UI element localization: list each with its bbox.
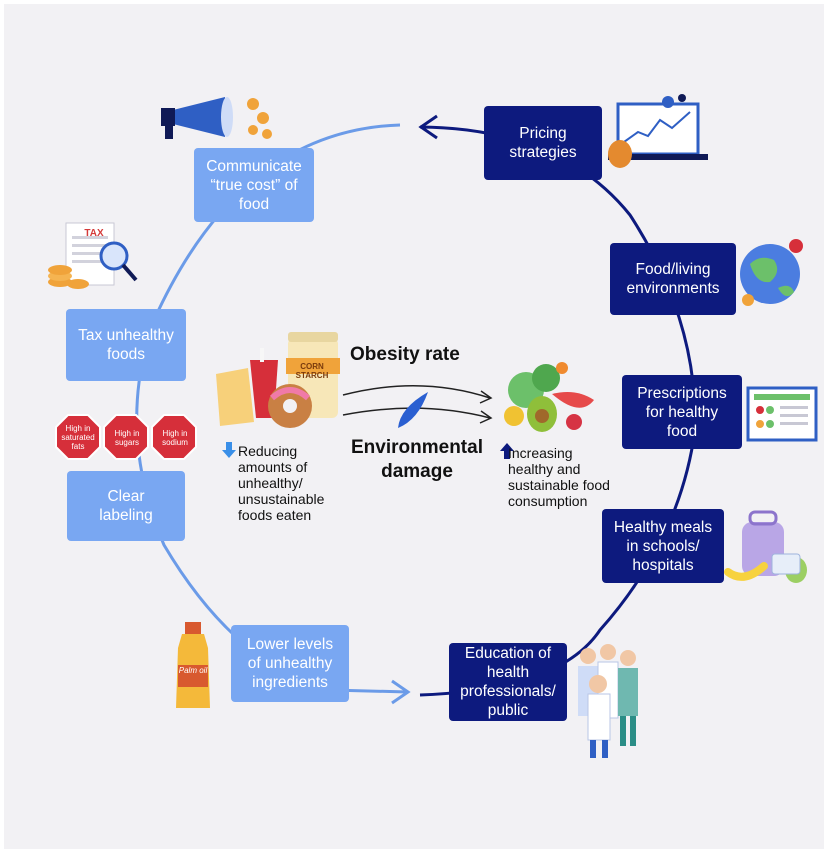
box-tax-unhealthy-foods: Tax unhealthy foods [66, 309, 186, 381]
megaphone-icon [161, 97, 272, 139]
lunch-bag-icon [724, 510, 807, 583]
up-arrow-icon [500, 443, 514, 459]
box-education-health-professionals: Education of health professionals/ publi… [449, 643, 567, 721]
tax-document-icon [48, 222, 138, 289]
globe-food-icon [740, 239, 803, 306]
laptop-chart-icon [608, 94, 708, 168]
prescription-sheet-icon [746, 386, 818, 442]
environmental-damage-label: Environmental damage [351, 437, 483, 482]
tax-doc-label: TAX [84, 228, 104, 239]
obesity-rate-label: Obesity rate [350, 344, 460, 365]
reducing-text: Reducing amounts of unhealthy/ unsustain… [238, 443, 325, 523]
center-comet-shape [398, 392, 428, 428]
light-arrowhead [391, 679, 411, 705]
health-staff-icon [578, 644, 638, 758]
box-clear-labeling: Clear labeling [67, 471, 185, 541]
down-arrow-icon [222, 442, 236, 458]
healthy-foods-icon [504, 362, 594, 432]
center-arrow-top-head [479, 390, 493, 404]
box-pricing-strategies: Pricing strategies [484, 106, 602, 180]
box-healthy-meals-schools: Healthy meals in schools/ hospitals [602, 509, 724, 583]
warning-labels-icon [55, 414, 197, 460]
unhealthy-foods-icon [216, 332, 340, 428]
dark-arrowhead [418, 114, 438, 140]
warning-label-fats: High in saturated fats [61, 424, 95, 451]
box-food-living-environments: Food/living environments [610, 243, 736, 315]
warning-label-sodium: High in sodium [162, 429, 188, 447]
palm-oil-label: Palm oil [178, 666, 208, 675]
increasing-text: Increasing healthy and sustainable food … [508, 445, 610, 509]
center-arrow-top [342, 384, 491, 399]
warning-label-sugars: High in sugars [114, 429, 140, 447]
center-arrow-bottom-head [479, 410, 493, 424]
box-prescriptions-healthy-food: Prescriptions for healthy food [622, 375, 742, 449]
palm-oil-bottle-icon [176, 622, 210, 708]
box-lower-levels-ingredients: Lower levels of unhealthy ingredients [231, 625, 349, 702]
box-communicate-true-cost: Communicate “true cost” of food [194, 148, 314, 222]
corn-starch-label: CORN STARCH [295, 362, 329, 380]
